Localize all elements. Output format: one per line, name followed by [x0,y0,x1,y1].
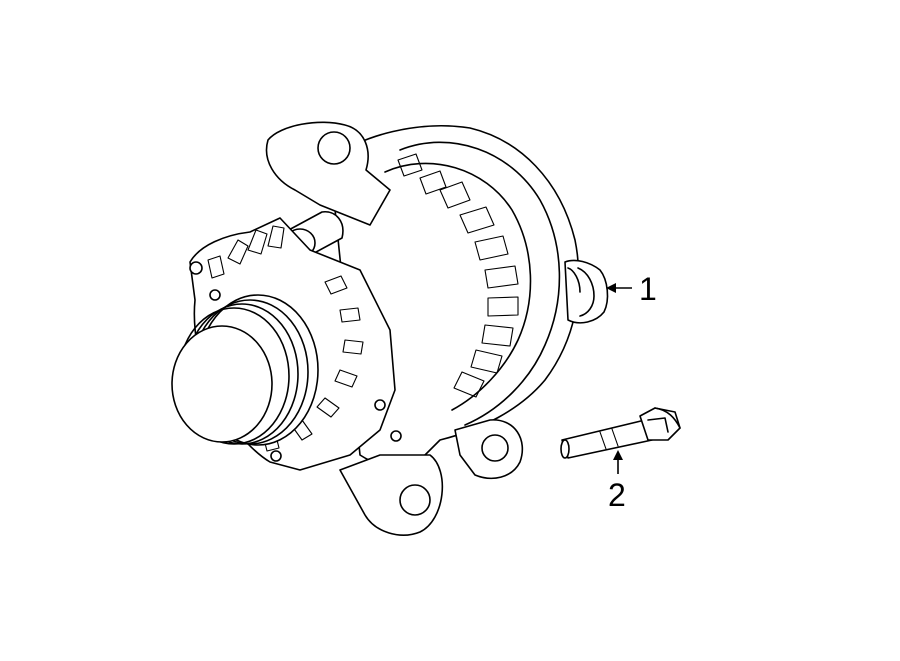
rear-mount-hole [481,434,509,462]
screw-hole-1 [189,261,203,275]
bolt-shank [561,419,653,459]
bolt-head [639,407,681,441]
upper-mount-hole [317,131,351,165]
stator-band-inner [384,162,532,411]
bolt-tip [560,439,570,459]
cooling-fan [207,225,364,452]
screw-hole-5 [374,399,386,411]
stator-slots [397,153,519,398]
screw-hole-3 [270,450,282,462]
callout-2: 2 [608,450,626,513]
screw-hole-2 [209,289,221,301]
mounting-bolt-illustration [560,407,681,459]
rear-terminal [564,259,609,324]
callout-2-number: 2 [608,477,626,513]
callout-1: 1 [606,271,657,307]
callout-2-arrowhead [613,450,623,460]
pulley [171,294,319,446]
alternator-illustration [171,121,609,536]
stator-band [399,141,561,426]
callout-1-arrowhead [606,283,616,293]
callout-1-number: 1 [639,271,657,307]
upper-mount-ear [265,121,391,226]
screw-hole-4 [390,430,402,442]
lower-mount-hole [399,484,431,516]
